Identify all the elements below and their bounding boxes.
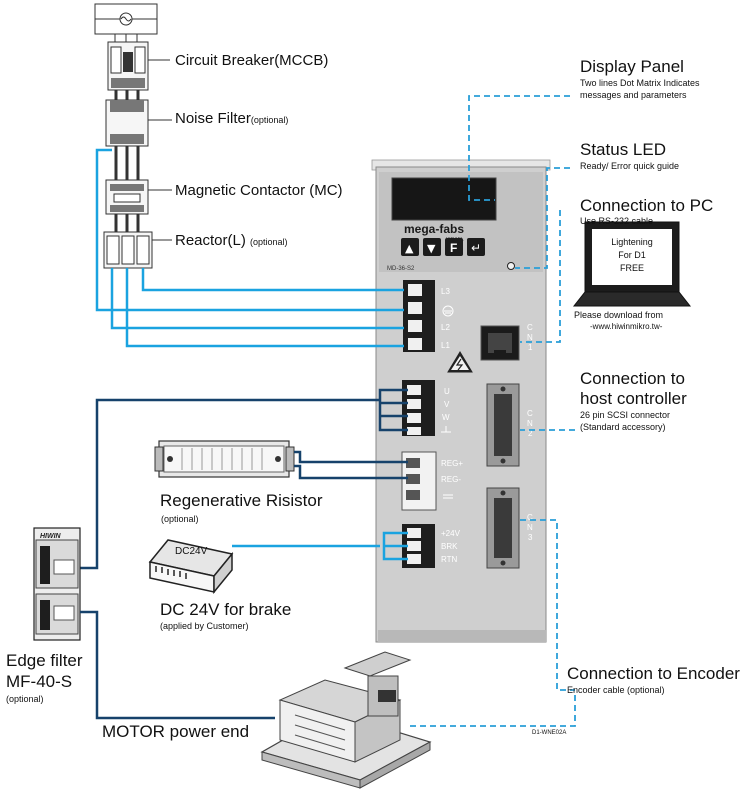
svg-text:L2: L2 xyxy=(441,323,450,332)
connection-pc-title: Connection to PC xyxy=(580,196,714,215)
key-up-icon: ▲ xyxy=(405,242,414,255)
svg-text:REG-: REG- xyxy=(441,475,461,484)
ground-icon xyxy=(442,305,454,317)
reactor xyxy=(103,231,172,269)
high-voltage-warning-icon xyxy=(447,351,473,373)
edge-filter xyxy=(33,527,81,641)
cn2-label: C xyxy=(527,409,533,418)
filter-brand: HIWIN xyxy=(40,533,62,540)
status-led-desc: Ready/ Error quick guide xyxy=(580,161,680,171)
motor-stage xyxy=(260,651,432,789)
svg-text:L3: L3 xyxy=(441,287,450,296)
regen-resistor xyxy=(154,440,295,478)
edge-filter-note: (optional) xyxy=(6,694,44,704)
svg-text:N: N xyxy=(527,333,533,342)
download-note-1: Please download from xyxy=(574,310,664,320)
encoder-title: Connection to Encoder xyxy=(567,664,740,683)
regen-resistor-label: Regenerative Risistor xyxy=(160,491,323,510)
cn1-label: C xyxy=(527,323,533,332)
regen-resistor-note: (optional) xyxy=(161,514,199,524)
model-label: MD-36-S2 xyxy=(387,266,415,272)
regen-ground-icon xyxy=(443,494,453,499)
host-controller-title-1: Connection to xyxy=(580,369,685,388)
motor-cables xyxy=(80,388,408,570)
svg-text:RTN: RTN xyxy=(441,555,458,564)
regen-cables xyxy=(294,450,408,480)
noise-filter-label: Noise Filter(optional) xyxy=(175,110,289,127)
laptop xyxy=(572,221,692,307)
figure-id: D1-WNE02A xyxy=(532,730,567,736)
svg-text:L1: L1 xyxy=(441,341,450,350)
magnetic-contactor-label: Magnetic Contactor (MC) xyxy=(175,182,343,199)
host-controller-desc-2: (Standard accessory) xyxy=(580,422,666,432)
brand-logo: mega-fabs xyxy=(404,222,464,236)
display-panel-title: Display Panel xyxy=(580,57,684,76)
keypad: ▲ ▼ F ↵ xyxy=(401,238,485,256)
noise-filter xyxy=(105,99,172,147)
svg-text:N: N xyxy=(527,523,533,532)
svg-text:3: 3 xyxy=(528,533,533,542)
svg-text:1: 1 xyxy=(528,343,533,352)
edge-filter-label-2: MF-40-S xyxy=(6,672,73,691)
status-led-icon xyxy=(507,262,515,270)
host-controller-title-2: host controller xyxy=(580,389,687,408)
encoder-desc: Encoder cable (optional) xyxy=(567,685,665,695)
callout-lines xyxy=(410,95,576,727)
svg-text:W: W xyxy=(442,413,450,422)
key-down-icon: ▼ xyxy=(427,242,436,255)
svg-text:U: U xyxy=(444,387,450,396)
circuit-breaker xyxy=(107,41,170,91)
key-enter-icon: ↵ xyxy=(471,241,481,255)
svg-text:V: V xyxy=(444,400,450,409)
dc24v-label: DC 24V for brake xyxy=(160,600,292,619)
dc24v-supply xyxy=(148,539,234,595)
display-panel-desc-1: Two lines Dot Matrix Indicates xyxy=(580,78,700,88)
brake-cables xyxy=(232,531,408,561)
svg-text:BRK: BRK xyxy=(441,542,458,551)
download-note-2: -www.hiwinmikro.tw- xyxy=(590,322,663,331)
circuit-breaker-label: Circuit Breaker(MCCB) xyxy=(175,52,329,69)
svg-text:For D1: For D1 xyxy=(618,250,646,260)
dc24v-note: (applied by Customer) xyxy=(160,621,249,631)
dc24v-box-label: DC24V xyxy=(175,546,208,557)
key-f-icon: F xyxy=(450,241,457,255)
connection-pc-desc: Use RS-232 cable xyxy=(580,216,654,226)
motor-power-cable xyxy=(80,610,275,720)
power-cables xyxy=(95,148,404,348)
servo-drive: mega-fabs ISRAEL ▲ ▼ F ↵ MD-36-S2 L3 L2 … xyxy=(371,159,551,643)
display-screen xyxy=(391,177,497,221)
svg-text:N: N xyxy=(527,419,533,428)
status-led-title: Status LED xyxy=(580,140,666,159)
power-source xyxy=(94,3,158,42)
svg-text:FREE: FREE xyxy=(620,263,644,273)
cn3-label: C xyxy=(527,513,533,522)
magnetic-contactor xyxy=(105,179,172,215)
display-panel-desc-2: messages and parameters xyxy=(580,90,687,100)
reactor-label: Reactor(L) (optional) xyxy=(175,232,288,249)
svg-text:+24V: +24V xyxy=(441,529,461,538)
svg-text:REG+: REG+ xyxy=(441,459,463,468)
motor-label: MOTOR power end xyxy=(102,722,250,741)
motor-ground-icon xyxy=(441,426,451,433)
svg-text:2: 2 xyxy=(528,429,533,438)
svg-text:Lightening: Lightening xyxy=(611,237,653,247)
host-controller-desc-1: 26 pin SCSI connector xyxy=(580,410,671,420)
edge-filter-label-1: Edge filter xyxy=(6,651,83,670)
